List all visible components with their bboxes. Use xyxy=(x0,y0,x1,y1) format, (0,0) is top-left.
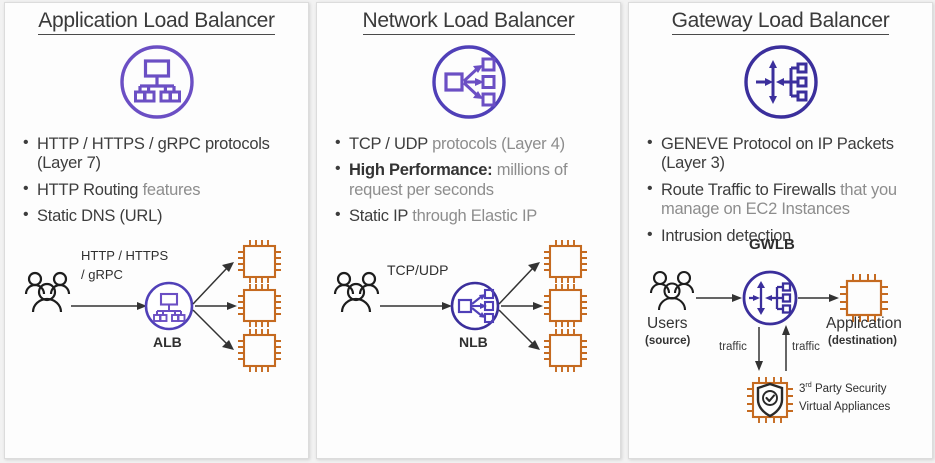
source-sublabel: (source) xyxy=(645,335,691,348)
flow-label-alb-line2: / gRPC xyxy=(81,266,123,282)
page-title-gwlb: Gateway Load Balancer xyxy=(629,3,932,35)
traffic-out-label: traffic xyxy=(719,341,747,354)
list-item: HTTP / HTTPS / gRPC protocols (Layer 7) xyxy=(23,134,300,174)
appliance-label-line1: 3rd Party Security xyxy=(799,381,887,397)
diagram-alb-flow: HTTP / HTTPS / gRPC ALB xyxy=(5,234,308,384)
bullet-strong: HTTP / HTTPS / gRPC protocols (Layer 7) xyxy=(37,135,270,173)
panel-application-load-balancer: Application Load Balancer HTTP / HTTPS /… xyxy=(4,2,309,459)
appliance-label-ordinal: rd xyxy=(805,381,812,390)
appliance-label-post: Party Security xyxy=(811,383,887,396)
feature-list-alb: HTTP / HTTPS / gRPC protocols (Layer 7) … xyxy=(5,134,308,227)
bullet-strong: TCP / UDP xyxy=(349,135,433,153)
node-label-nlb: NLB xyxy=(459,333,488,350)
bullet-light: that you manage on EC2 Instances xyxy=(661,180,897,219)
nlb-fanout-icon xyxy=(317,43,620,121)
source-label-users: Users xyxy=(647,315,688,333)
bullet-light: protocols (Layer 4) xyxy=(432,135,565,153)
bullet-light: features xyxy=(142,180,201,199)
appliance-label-line2: Virtual Appliances xyxy=(799,401,891,414)
ec2-chip-icon xyxy=(238,283,281,327)
list-item: TCP / UDP protocols (Layer 4) xyxy=(335,134,612,154)
list-item: High Performance: millions of request pe… xyxy=(335,160,612,200)
traffic-in-label: traffic xyxy=(792,341,820,354)
list-item: Static DNS (URL) xyxy=(23,206,300,226)
panel-gateway-load-balancer: Gateway Load Balancer GENEVE Protocol on… xyxy=(628,2,933,459)
users-icon xyxy=(24,271,71,312)
diagram-gwlb-flow: GWLB Users (source) Application (destina… xyxy=(629,236,932,433)
ec2-chip-icon xyxy=(544,328,587,372)
users-icon xyxy=(649,271,695,311)
alb-tree-icon xyxy=(5,43,308,121)
bullet-light: millions of request per seconds xyxy=(349,161,568,199)
destination-label-application: Application xyxy=(826,315,902,333)
list-item: Intrusion detection xyxy=(647,226,924,246)
gwlb-node-icon xyxy=(742,270,798,326)
bullet-strong: Route Traffic to Firewalls xyxy=(661,180,841,199)
bullet-strong: HTTP Routing xyxy=(37,180,143,199)
bullet-strong: Intrusion detection xyxy=(661,226,792,245)
users-icon xyxy=(333,271,380,312)
panel-title-gwlb-text: Gateway Load Balancer xyxy=(671,9,890,35)
ec2-chip-icon xyxy=(238,239,281,283)
node-label-gwlb: GWLB xyxy=(749,236,795,254)
panel-title-alb-text: Application Load Balancer xyxy=(38,9,275,35)
gwlb-gateway-icon xyxy=(629,43,932,121)
destination-sublabel: (destination) xyxy=(828,335,897,348)
feature-list-gwlb: GENEVE Protocol on IP Packets (Layer 3) … xyxy=(629,134,932,246)
bullet-strong: High Performance: xyxy=(349,161,497,180)
list-item: Static IP through Elastic IP xyxy=(335,206,612,226)
bullet-strong: GENEVE Protocol on IP Packets (Layer 3) xyxy=(661,135,894,173)
flow-label-nlb: TCP/UDP xyxy=(387,261,449,278)
bullet-strong: Static IP xyxy=(349,207,413,226)
ec2-chip-icon xyxy=(544,283,587,327)
panel-network-load-balancer: Network Load Balancer TCP / UDP protocol… xyxy=(316,2,621,459)
ec2-chip-icon xyxy=(544,239,587,283)
bullet-strong: Static DNS (URL) xyxy=(37,207,163,226)
list-item: Route Traffic to Firewalls that you mana… xyxy=(647,180,924,220)
security-shield-chip-icon xyxy=(747,377,793,424)
alb-node-icon xyxy=(144,281,194,331)
node-label-alb: ALB xyxy=(153,333,182,350)
feature-list-nlb: TCP / UDP protocols (Layer 4) High Perfo… xyxy=(317,134,620,227)
appliance-label-pre: 3 xyxy=(799,383,806,396)
panel-title-nlb-text: Network Load Balancer xyxy=(362,9,575,35)
list-item: HTTP Routing features xyxy=(23,180,300,200)
list-item: GENEVE Protocol on IP Packets (Layer 3) xyxy=(647,134,924,174)
page-title-alb: Application Load Balancer xyxy=(5,3,308,35)
nlb-node-icon xyxy=(450,281,500,331)
flow-label-alb-line1: HTTP / HTTPS xyxy=(81,247,169,263)
bullet-light: through Elastic IP xyxy=(412,207,538,226)
page-title-nlb: Network Load Balancer xyxy=(317,3,620,35)
diagram-nlb-flow: TCP/UDP NLB xyxy=(317,234,620,384)
ec2-chip-icon xyxy=(238,328,281,372)
ec2-chip-icon xyxy=(840,274,888,323)
